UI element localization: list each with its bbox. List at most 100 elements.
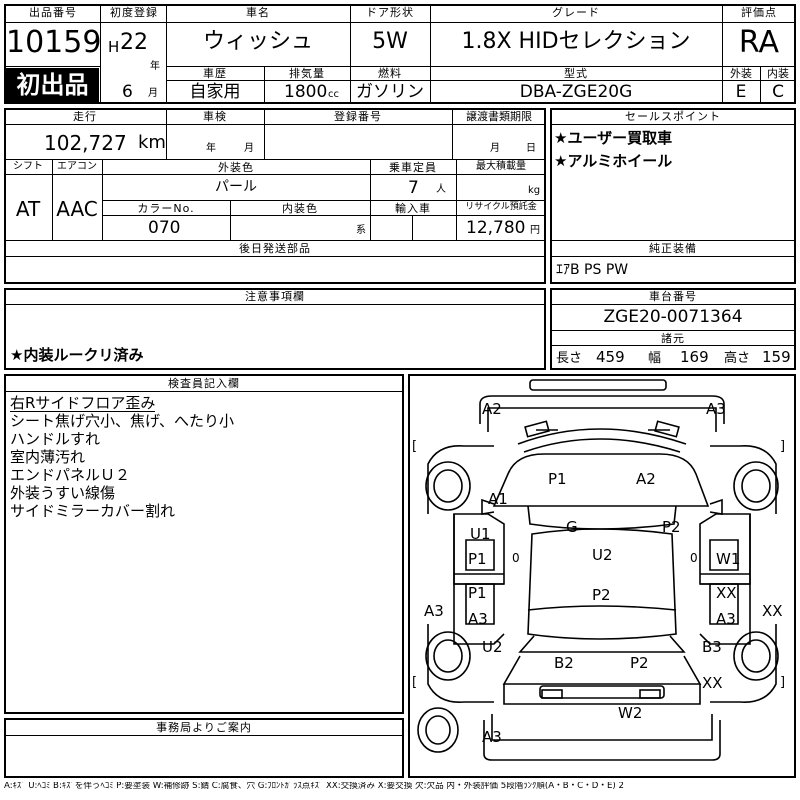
interior-label: 内装 xyxy=(767,67,789,80)
bracket-front-right: ] xyxy=(780,439,786,454)
era: H xyxy=(108,38,120,56)
first-reg-label: 初度登録 xyxy=(110,6,158,19)
legend: A:ｷｽﾞ U:ﾍｺﾐ B:ｷｽﾞを伴うﾍｺﾐ P:要塗装 W:補修跡 S:錆 … xyxy=(4,782,624,791)
sales-point-label: セールスポイント xyxy=(625,110,721,123)
mark-left-front-door: U1 xyxy=(470,525,491,543)
inspection-month-unit: 月 xyxy=(244,143,254,154)
length: 459 xyxy=(596,348,625,366)
recycle-fee: 12,780 xyxy=(466,218,526,238)
mark-left-rear-door-lower: A3 xyxy=(468,610,488,628)
length-label: 長さ xyxy=(556,351,583,366)
mileage-label: 走行 xyxy=(73,110,97,123)
inspector-line-4: 室内薄汚れ xyxy=(10,448,86,466)
mileage: 102,727 xyxy=(44,131,127,155)
mark-front-right-bumper: A3 xyxy=(706,400,726,418)
equipment-label: 純正装備 xyxy=(649,242,697,255)
bracket-rear-right: ] xyxy=(780,675,786,690)
mark-back-door-right: P2 xyxy=(630,654,649,672)
bracket-front-left: [ xyxy=(412,439,418,454)
inspection-label: 車検 xyxy=(203,110,227,123)
inspector-line-7: サイドミラーカバー割れ xyxy=(10,502,176,520)
displacement-label: 排気量 xyxy=(289,67,325,80)
seats-label: 乗車定員 xyxy=(389,161,437,174)
color-label: 外装色 xyxy=(218,161,254,174)
model-code: DBA-ZGE20G xyxy=(519,82,633,102)
mark-back-door-left: B2 xyxy=(554,654,574,672)
mark-roof: U2 xyxy=(592,546,613,564)
score-label: 評価点 xyxy=(741,6,777,19)
bracket-rear-left: [ xyxy=(412,675,418,690)
damage-diagram xyxy=(408,374,796,778)
width: 169 xyxy=(680,348,709,366)
inspector-line-5: エンドパネルＵ２ xyxy=(10,466,131,484)
inspector-label: 検査員記入欄 xyxy=(168,377,240,390)
deadline-month-unit: 月 xyxy=(490,143,500,154)
specs-label: 諸元 xyxy=(661,332,685,345)
mark-rear-bumper: A3 xyxy=(482,728,502,746)
mark-right-rear-door-lower: A3 xyxy=(716,610,736,628)
chassis-box xyxy=(550,288,796,370)
displacement-unit: cc xyxy=(328,89,339,100)
history-label: 車歴 xyxy=(203,67,227,80)
inspector-line-6: 外装うすい線傷 xyxy=(10,484,116,502)
notes-box xyxy=(4,288,546,370)
shift-label: シフト xyxy=(13,161,43,172)
sales-point-box xyxy=(550,108,796,284)
door-type: 5W xyxy=(372,29,408,54)
regno-label: 登録番号 xyxy=(334,110,382,123)
header-table xyxy=(4,4,796,104)
mark-left-rear-door: P1 xyxy=(468,584,487,602)
year-unit: 年 xyxy=(150,61,160,72)
office-box xyxy=(4,718,404,778)
mark-left-front-door-lower: P1 xyxy=(468,550,487,568)
exterior-score: E xyxy=(735,82,747,102)
mark-right-front-door: W1 xyxy=(716,550,741,568)
exterior-label: 外装 xyxy=(730,67,752,80)
displacement: 1800 xyxy=(284,82,328,102)
sales-point-2: ★アルミホイール xyxy=(554,152,673,170)
door-label: ドア形状 xyxy=(366,6,414,19)
office-label: 事務局よりご案内 xyxy=(156,721,252,734)
sales-point-1: ★ユーザー買取車 xyxy=(554,129,673,147)
shift: AT xyxy=(15,197,41,221)
notes-text: ★内装ルークリ済み xyxy=(10,346,144,364)
equipment: ｴｱB PS PW xyxy=(556,262,629,278)
seats: 7 xyxy=(408,178,419,198)
inspector-box xyxy=(4,374,404,714)
deadline-day-unit: 日 xyxy=(526,143,536,154)
fuel-label: 燃料 xyxy=(378,67,402,80)
chassis-number: ZGE20-0071364 xyxy=(603,307,743,327)
mark-left-mirror: 0 xyxy=(512,551,520,565)
model-label: 型式 xyxy=(564,67,588,80)
month-unit: 月 xyxy=(148,88,158,99)
mark-right-front-fender: P2 xyxy=(662,518,681,536)
reg-month: 6 xyxy=(122,82,133,102)
score: RA xyxy=(738,25,780,60)
inspection-year-unit: 年 xyxy=(206,143,216,154)
inspector-line-2: シート焦げ穴小、焦げ、へたり小 xyxy=(10,412,234,430)
lot-number: 10159 xyxy=(6,25,102,60)
mark-left-side-step: A3 xyxy=(424,602,444,620)
fuel: ガソリン xyxy=(356,82,424,102)
width-label: 幅 xyxy=(648,351,662,366)
mark-front-left-bumper: A2 xyxy=(482,400,502,418)
grade: 1.8X HIDセレクション xyxy=(461,29,691,54)
deadline-label: 譲渡書類期限 xyxy=(466,110,532,123)
recycle-unit: 円 xyxy=(530,225,540,236)
mark-windshield: G xyxy=(566,518,578,536)
mark-right-rear-door: XX xyxy=(716,584,737,602)
grade-label: グレード xyxy=(552,6,600,19)
mark-right-side-step: XX xyxy=(762,602,783,620)
color: パール xyxy=(215,179,257,195)
car-name: ウィッシュ xyxy=(202,29,313,54)
mark-hood-right: A2 xyxy=(636,470,656,488)
seats-unit: 人 xyxy=(436,184,446,195)
notes-label: 注意事項欄 xyxy=(245,290,305,303)
ac-label: エアコン xyxy=(57,161,97,172)
import-label: 輸入車 xyxy=(395,202,431,215)
max-load-label: 最大積載量 xyxy=(476,161,526,172)
interior-color-unit: 系 xyxy=(356,225,366,236)
car-name-label: 車名 xyxy=(246,6,270,19)
mark-right-mirror: 0 xyxy=(690,551,698,565)
mark-rear-left-fender: U2 xyxy=(482,638,503,656)
